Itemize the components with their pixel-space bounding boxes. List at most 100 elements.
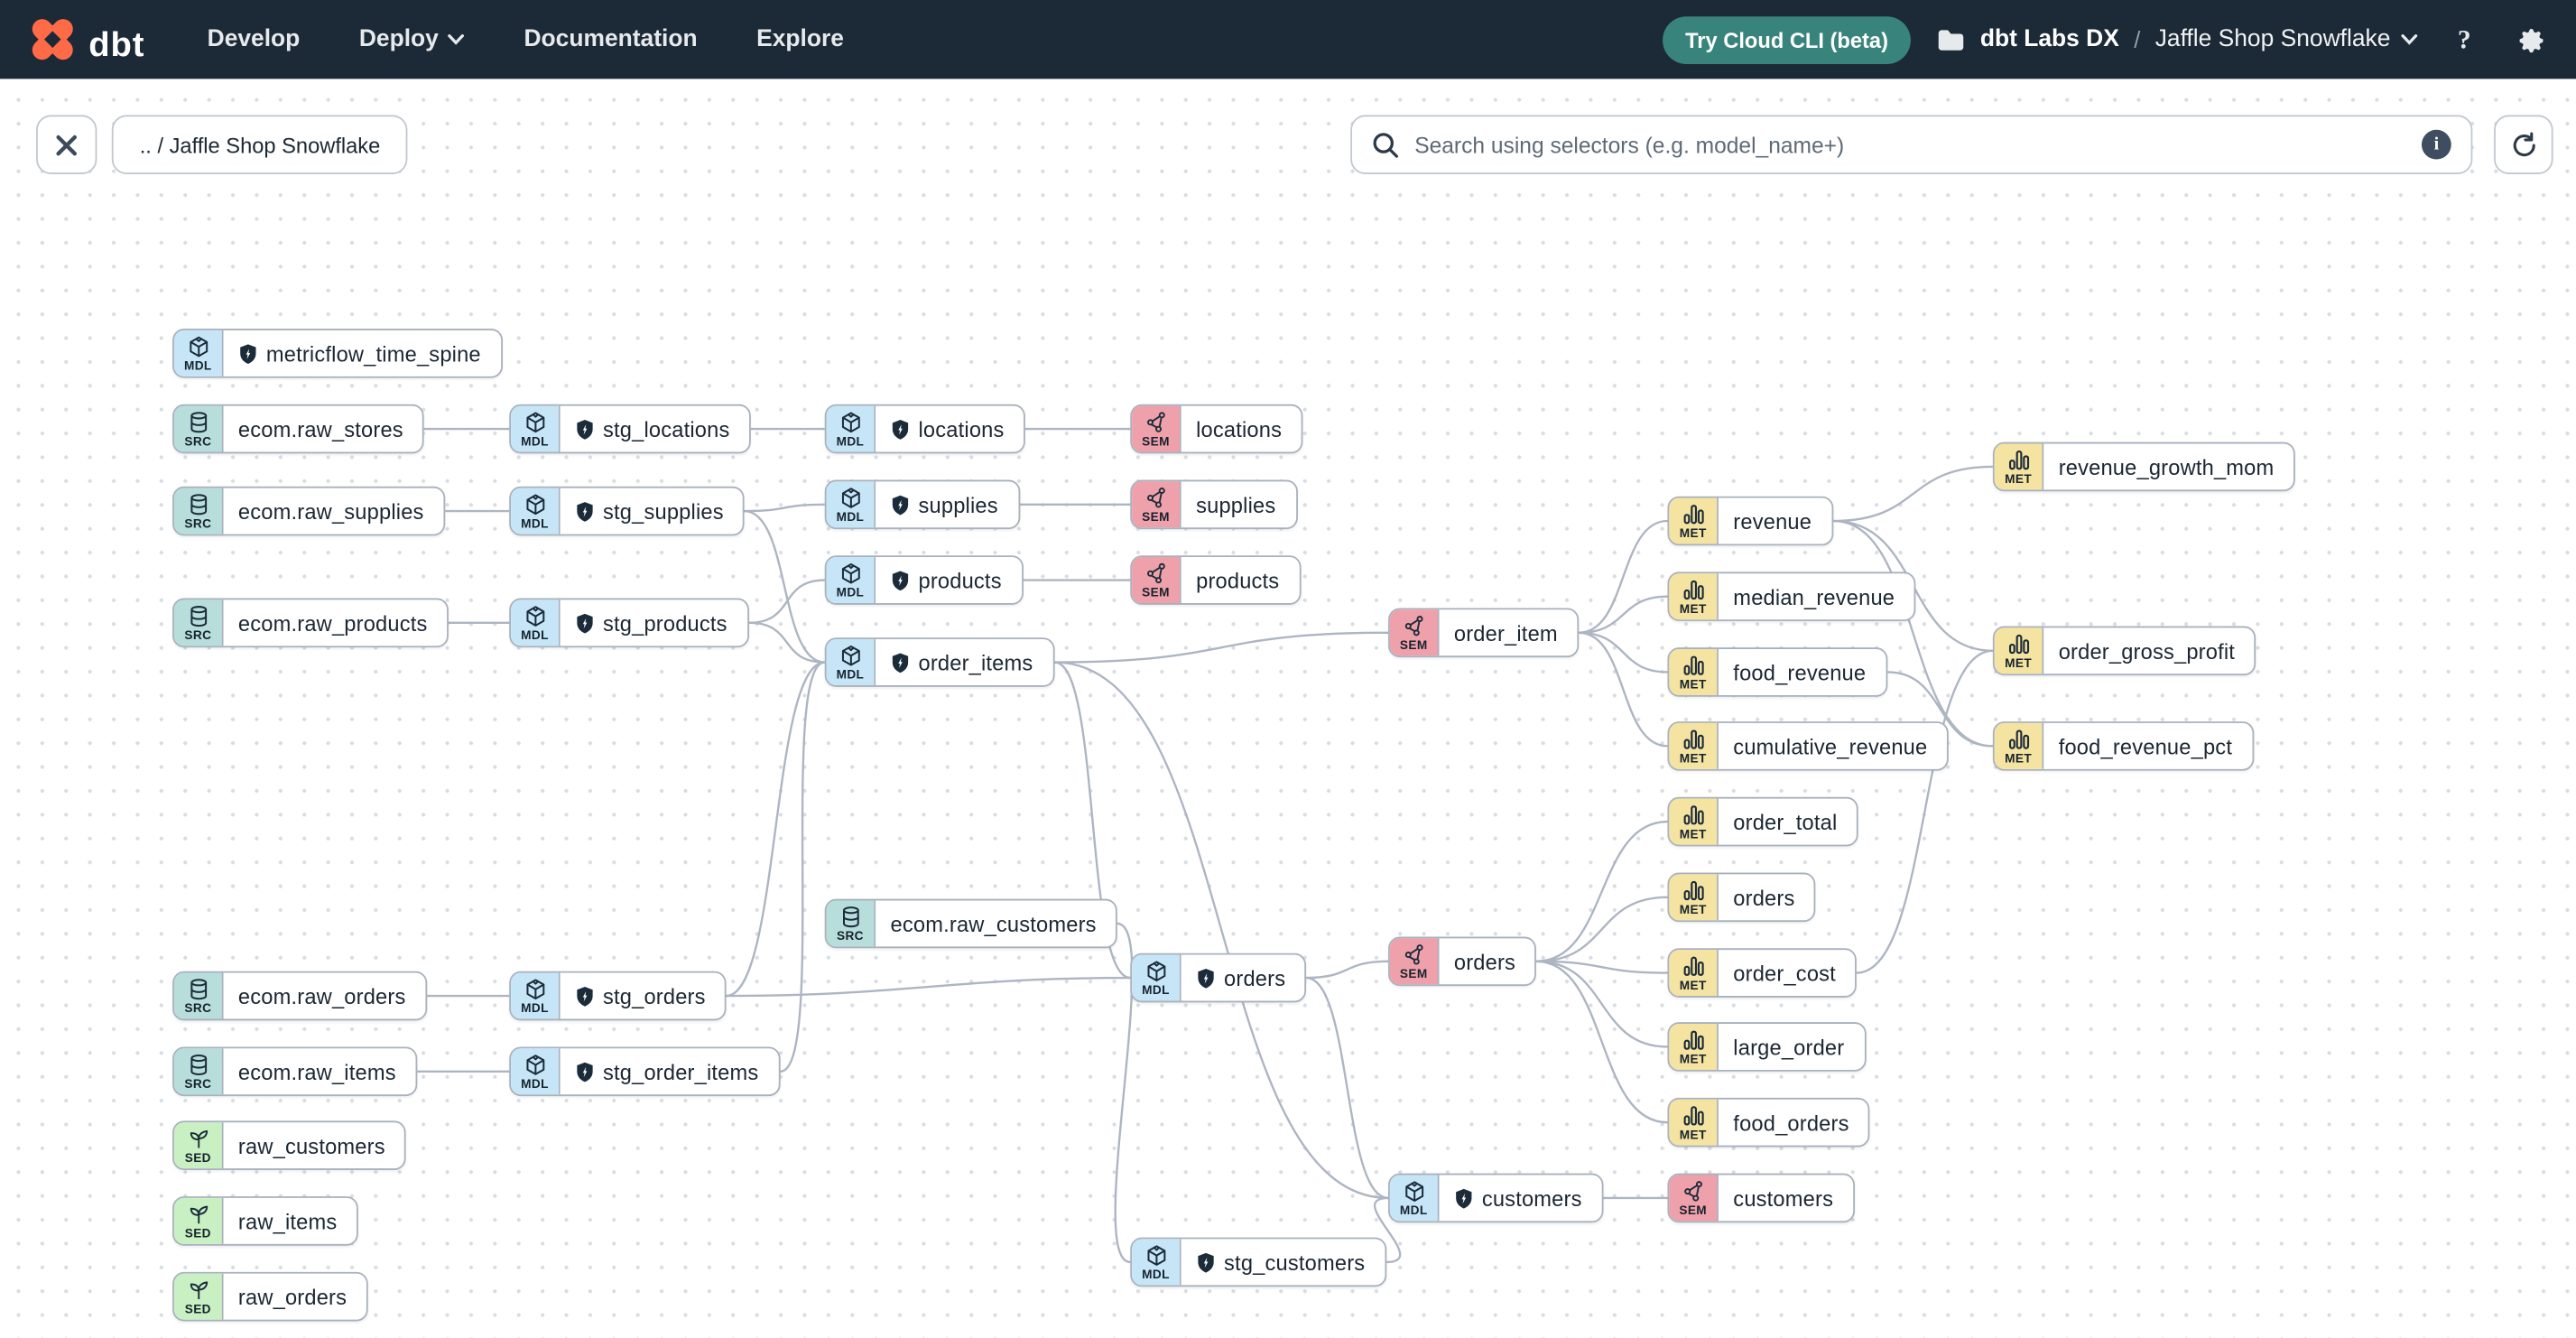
metric-icon: MET [1994, 443, 2044, 490]
lineage-node-order_total[interactable]: MET order_total [1667, 796, 1859, 847]
node-label: ecom.raw_supplies [237, 498, 424, 524]
node-label: order_total [1733, 809, 1838, 834]
model-icon: MDL [511, 405, 561, 452]
close-lineage-button[interactable] [36, 115, 97, 174]
node-label: food_orders [1733, 1110, 1849, 1135]
lineage-node-food_revenue[interactable]: MET food_revenue [1667, 647, 1887, 697]
metric-icon: MET [1994, 627, 2044, 674]
node-label: raw_customers [237, 1133, 385, 1158]
lineage-toolbar: .. / Jaffle Shop Snowflake i [0, 115, 2576, 174]
menu-item-deploy[interactable]: Deploy [359, 26, 465, 52]
source-icon: SRC [173, 488, 224, 534]
metric-icon: MET [1669, 798, 1719, 845]
metric-icon: MET [1669, 497, 1719, 544]
dbt-logo[interactable]: dbt [26, 14, 144, 66]
info-icon[interactable]: i [2421, 129, 2451, 160]
metric-icon: MET [1669, 874, 1719, 921]
node-label: orders [1733, 885, 1795, 910]
account-name[interactable]: dbt Labs DX [1979, 26, 2119, 53]
node-label: orders [1453, 949, 1516, 974]
protected-shield-icon [1198, 1251, 1214, 1272]
node-label: food_revenue [1733, 659, 1867, 685]
try-cloud-cli-button[interactable]: Try Cloud CLI (beta) [1662, 15, 1912, 64]
node-label: ecom.raw_customers [890, 911, 1097, 936]
lineage-node-ecom.raw_supplies[interactable]: SRC ecom.raw_supplies [172, 486, 446, 536]
semantic-model-icon: SEM [1669, 1175, 1719, 1222]
chevron-down-icon [448, 34, 464, 45]
protected-shield-icon [577, 501, 593, 521]
node-label: ecom.raw_stores [237, 416, 403, 441]
lineage-node-orders[interactable]: SEM orders [1388, 936, 1537, 987]
node-label: order_cost [1733, 960, 1836, 986]
semantic-model-icon: SEM [1132, 481, 1181, 528]
node-label: stg_customers [1224, 1250, 1366, 1275]
lineage-node-orders[interactable]: MET orders [1667, 872, 1817, 923]
help-icon[interactable]: ? [2444, 20, 2484, 60]
protected-shield-icon [892, 419, 909, 439]
gear-icon[interactable] [2510, 20, 2550, 60]
refresh-button[interactable] [2494, 115, 2553, 174]
node-label: customers [1481, 1185, 1582, 1211]
node-label: raw_items [237, 1208, 338, 1234]
metric-icon: MET [1669, 1023, 1719, 1070]
semantic-model-icon: SEM [1389, 938, 1440, 985]
menu-item-explore[interactable]: Explore [756, 26, 844, 53]
protected-shield-icon [240, 343, 256, 364]
model-icon: MDL [511, 599, 561, 646]
canvas-breadcrumb[interactable]: .. / Jaffle Shop Snowflake [111, 115, 409, 174]
chevron-down-icon [2401, 34, 2418, 45]
breadcrumb-separator: / [2134, 26, 2141, 53]
close-icon [56, 134, 78, 155]
metric-icon: MET [1669, 722, 1719, 769]
protected-shield-icon [1198, 968, 1214, 988]
menu-item-develop[interactable]: Develop [207, 26, 301, 53]
protected-shield-icon [577, 419, 593, 439]
seed-icon: SED [173, 1273, 224, 1320]
metric-icon: MET [1669, 648, 1719, 695]
source-icon: SRC [173, 599, 224, 646]
project-selector[interactable]: Jaffle Shop Snowflake [2155, 26, 2419, 52]
model-icon: MDL [173, 330, 224, 376]
search-input[interactable] [1414, 132, 2407, 157]
node-label: order_item [1453, 620, 1558, 646]
menu-item-documentation[interactable]: Documentation [524, 26, 698, 53]
protected-shield-icon [892, 494, 909, 515]
